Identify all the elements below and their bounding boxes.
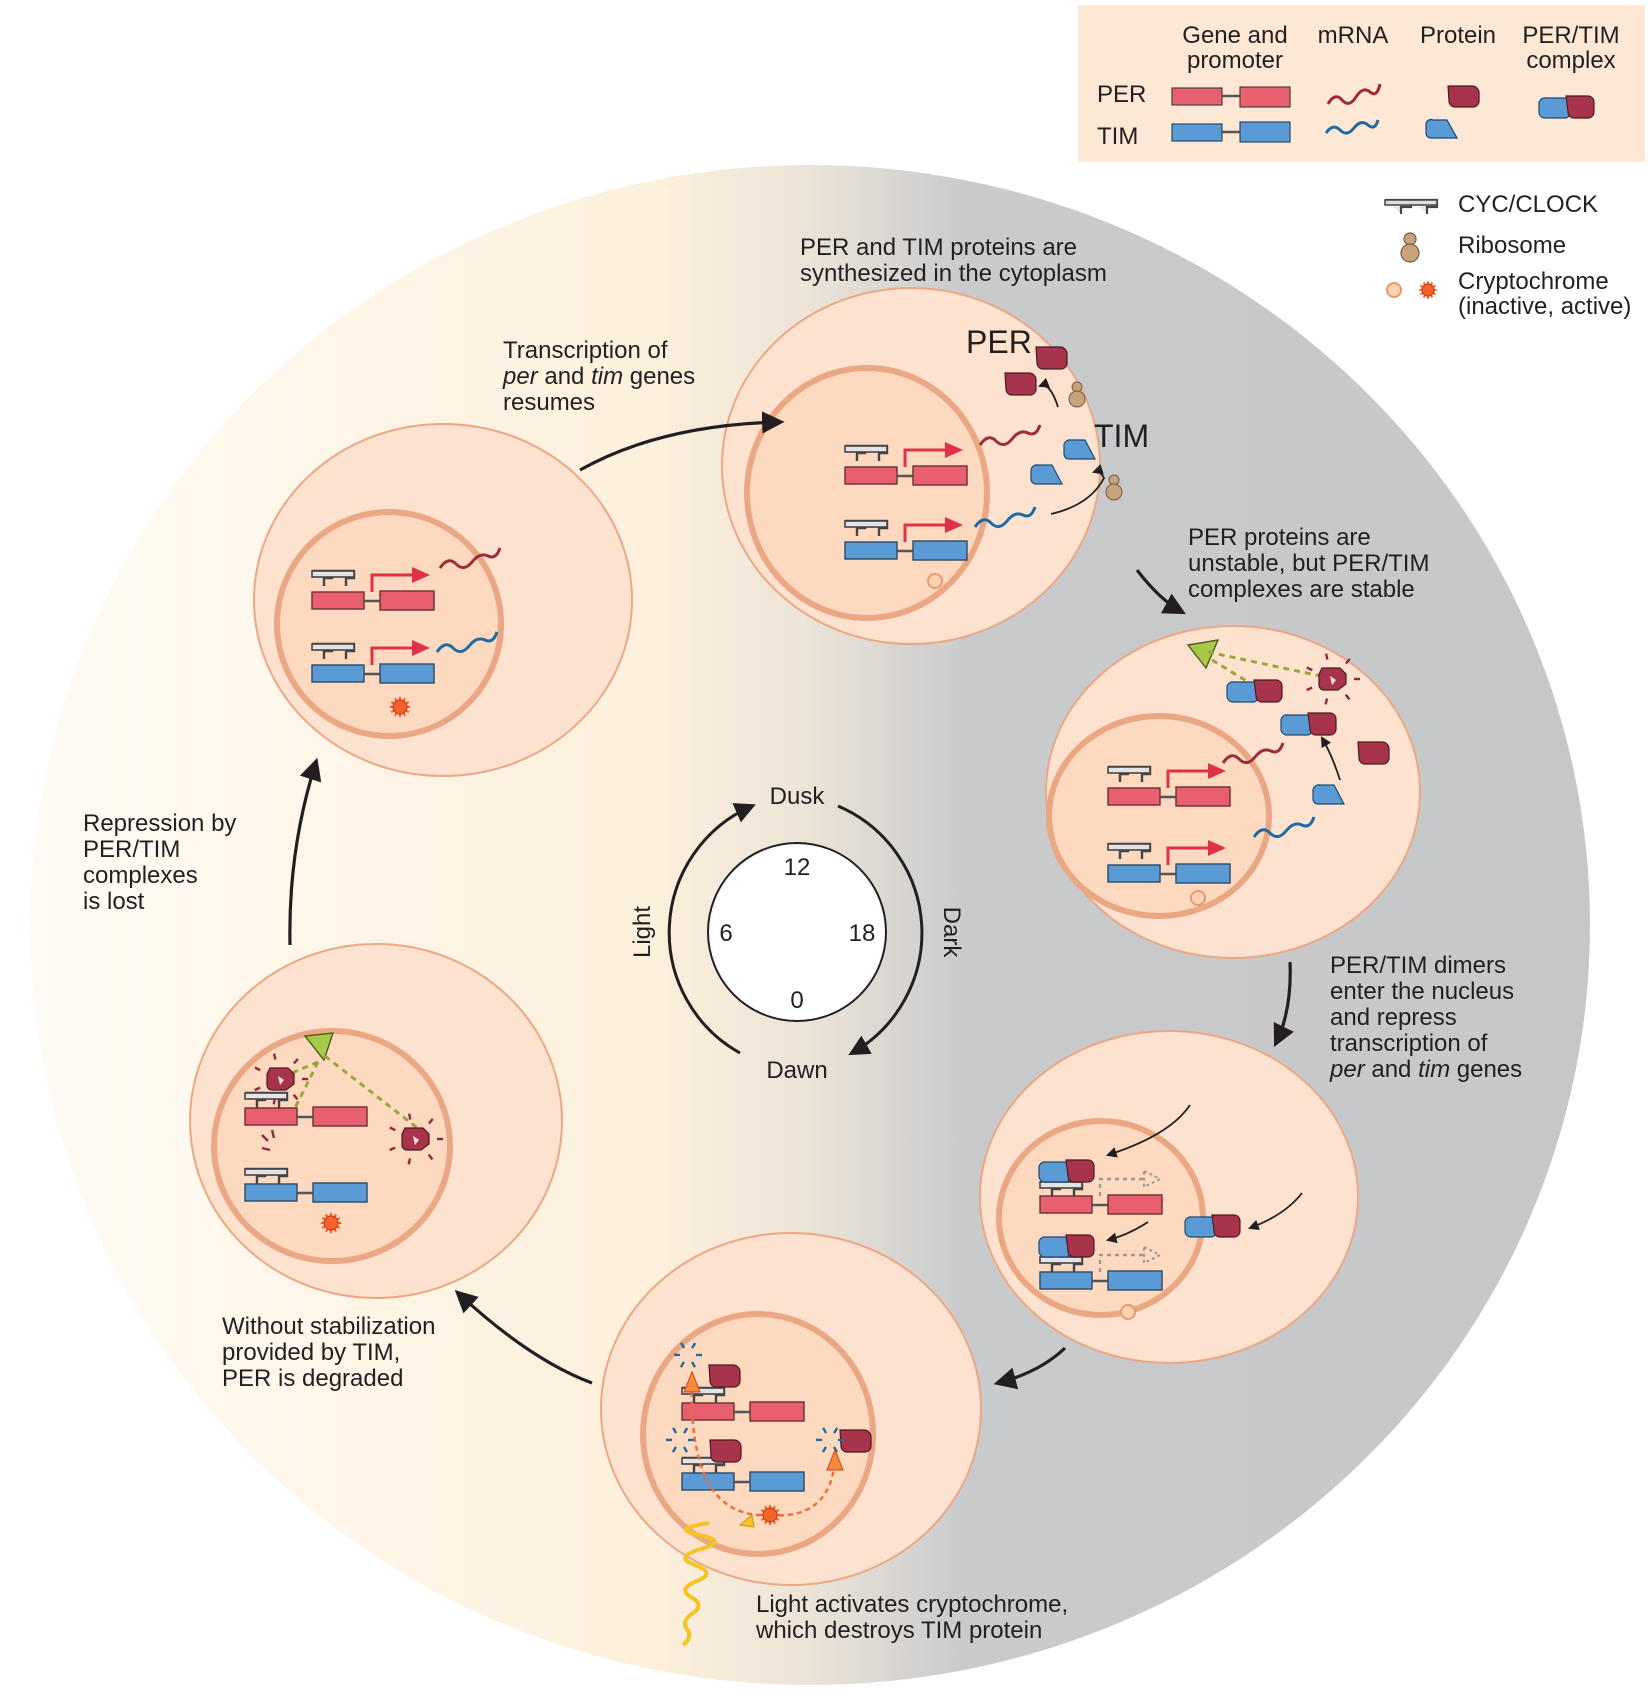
nucleus (1049, 716, 1269, 916)
clock-dark: Dark (938, 907, 965, 959)
caption-step3-line2: unstable, but PER/TIM (1188, 550, 1429, 577)
clock-18: 18 (849, 920, 876, 947)
nucleus (747, 368, 987, 618)
clock-dusk: Dusk (770, 783, 826, 810)
caption-step1-line3: resumes (503, 389, 595, 416)
per-protein (1358, 742, 1389, 764)
per-tim-complex (1039, 1235, 1094, 1257)
caption-step1-line2: per and tim genes (502, 363, 695, 390)
caption-step6-line1: Without stabilization (222, 1313, 435, 1340)
clock-12: 12 (784, 854, 811, 881)
per-tim-complex (1227, 680, 1282, 702)
cell-transcription-resumes (254, 424, 632, 776)
legend-complex (1539, 96, 1594, 118)
caption-step5-line2: which destroys TIM protein (755, 1617, 1042, 1644)
cell-complex-stable (1046, 626, 1420, 958)
caption-step1-line1: Transcription of (503, 337, 668, 364)
cell-label-per: PER (966, 324, 1032, 360)
caption-step6-line3: PER is degraded (222, 1365, 403, 1392)
caption-step4-line4: transcription of (1330, 1030, 1488, 1057)
caption-step2-line1: PER and TIM proteins are (800, 234, 1077, 261)
nucleus (999, 1121, 1203, 1315)
legend-col-complex-1: PER/TIM (1522, 22, 1619, 49)
caption-step4-line3: and repress (1330, 1004, 1457, 1031)
legend-cryptochrome-1: Cryptochrome (1458, 268, 1609, 295)
clock-dawn: Dawn (766, 1057, 827, 1084)
caption-step7-line3: complexes (83, 862, 198, 889)
legend-col-gene-1: Gene and (1182, 22, 1287, 49)
per-protein (1036, 347, 1067, 369)
caption-step7-line1: Repression by (83, 810, 236, 837)
cryptochrome-inactive (928, 574, 942, 588)
clock-0: 0 (790, 987, 803, 1014)
per-protein (710, 1440, 741, 1462)
ribosome-icon (1401, 233, 1419, 262)
caption-step3-line3: complexes are stable (1188, 576, 1415, 603)
caption-step5: Light activates cryptochrome, which dest… (755, 1591, 1068, 1644)
cryptochrome-inactive (1191, 891, 1205, 905)
per-protein (709, 1365, 740, 1387)
legend-col-complex-2: complex (1526, 47, 1615, 74)
cyc-clock-icon (1385, 200, 1437, 214)
nucleus (643, 1314, 873, 1554)
legend-per-protein (1448, 86, 1479, 107)
caption-step7-line4: is lost (83, 888, 145, 915)
nucleus (277, 512, 501, 736)
caption-step4-line1: PER/TIM dimers (1330, 952, 1506, 979)
legend-col-protein: Protein (1420, 22, 1496, 49)
cell-nuclear-repression (980, 1031, 1358, 1363)
legend-col-mrna: mRNA (1318, 22, 1389, 49)
caption-step7-line2: PER/TIM (83, 836, 180, 863)
caption-step4-line5: per and tim genes (1329, 1056, 1522, 1083)
caption-step5-line1: Light activates cryptochrome, (756, 1591, 1068, 1618)
legend-row-per: PER (1097, 81, 1146, 108)
caption-step2: PER and TIM proteins are synthesized in … (800, 234, 1107, 287)
legend-col-gene-2: promoter (1187, 47, 1283, 74)
cell-label-tim: TIM (1094, 418, 1149, 454)
clock-6: 6 (719, 920, 732, 947)
legend-cryptochrome-2: (inactive, active) (1458, 293, 1631, 320)
clock-light: Light (629, 906, 656, 958)
per-protein (840, 1430, 871, 1452)
caption-step2-line2: synthesized in the cytoplasm (800, 260, 1107, 287)
caption-step3-line1: PER proteins are (1188, 524, 1371, 551)
cryptochrome-active-icon (1419, 281, 1436, 298)
legend-row-tim: TIM (1097, 123, 1138, 150)
caption-step4-line2: enter the nucleus (1330, 978, 1514, 1005)
cryptochrome-inactive-icon (1387, 283, 1401, 297)
cell-per-degraded (190, 944, 562, 1298)
per-tim-complex (1281, 713, 1336, 735)
per-protein (1005, 373, 1036, 395)
per-tim-complex (1185, 1215, 1240, 1237)
caption-step6-line2: provided by TIM, (222, 1339, 400, 1366)
per-tim-complex (1039, 1160, 1094, 1182)
legend-cyc-clock: CYC/CLOCK (1458, 191, 1598, 218)
cryptochrome-inactive (1121, 1305, 1135, 1319)
legend-ribosome: Ribosome (1458, 232, 1566, 259)
